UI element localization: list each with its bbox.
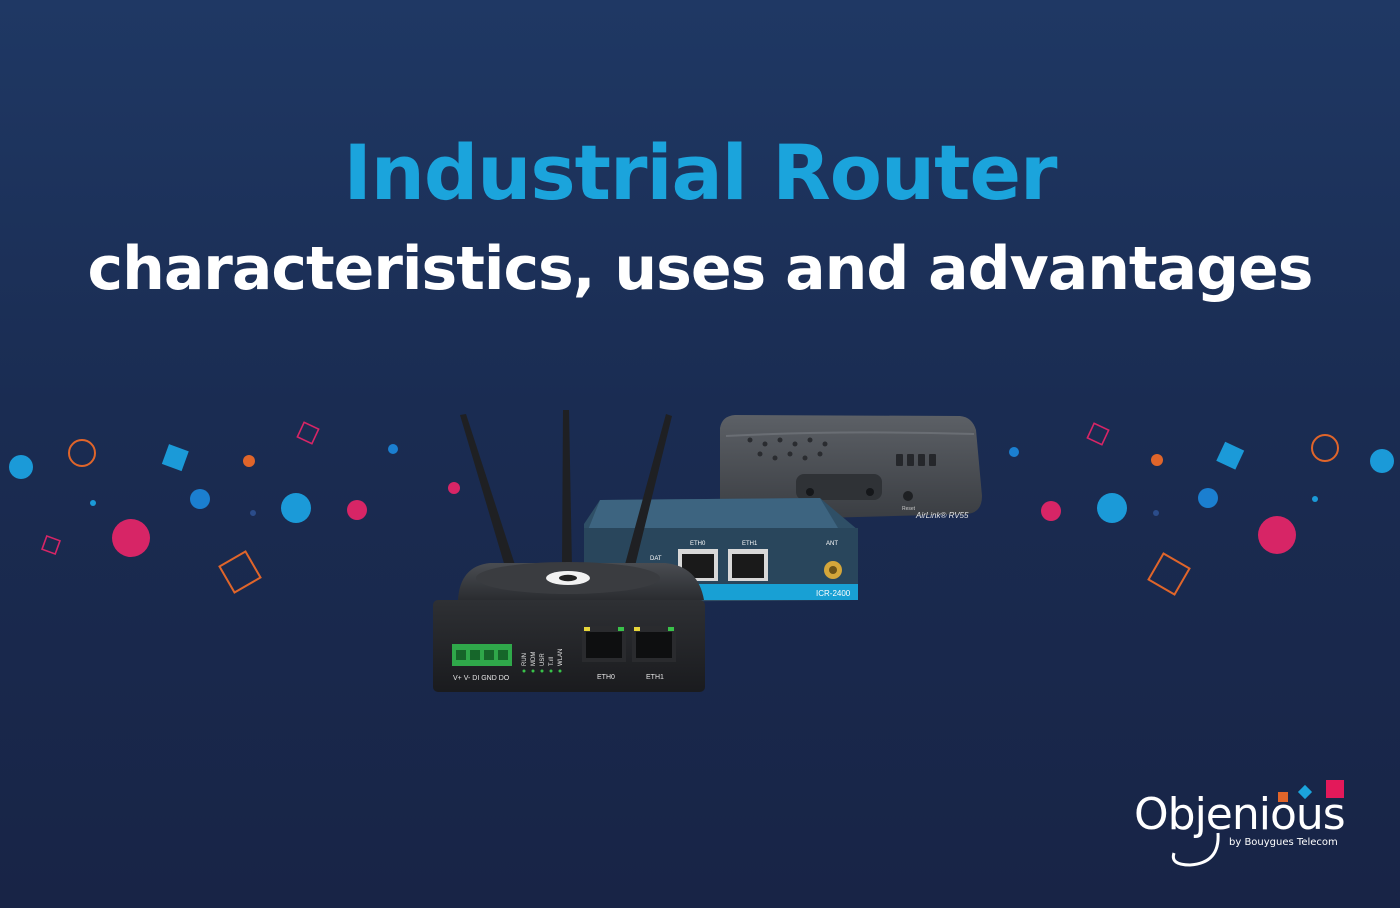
- led-label-wlan: WLAN: [558, 649, 564, 666]
- logo-tagline: by Bouygues Telecom: [1229, 837, 1338, 848]
- square-pink-outline: [296, 421, 320, 445]
- logo-square-orange: [1278, 792, 1288, 802]
- router-back: Reset AirLink® RV55: [720, 415, 982, 520]
- middle-model-label: ICR-2400: [816, 589, 851, 598]
- logo-square-pink: [1326, 780, 1344, 798]
- status-leds: [522, 669, 562, 673]
- square-orange-outline: [1147, 552, 1191, 596]
- diamond-blue: [1216, 441, 1245, 470]
- led-label-signal: T.ıll: [549, 657, 555, 666]
- dot-pink: [1041, 501, 1061, 521]
- dot-blue-small: [1009, 447, 1019, 457]
- logo-wordmark: Objenious: [1134, 789, 1346, 840]
- router-front: V+ V- DI GND DO RUN MDM USR T.ıll WLAN E…: [433, 562, 705, 692]
- dot-blue: [1370, 449, 1394, 473]
- logo-diamond-blue: [1297, 784, 1313, 800]
- dot-blue-small: [90, 500, 96, 506]
- diamond-blue: [161, 444, 189, 472]
- dot-orange: [243, 455, 255, 467]
- reset-label: Reset: [902, 506, 916, 512]
- front-ethernet-port: [632, 626, 676, 662]
- middle-ethernet-port: [728, 549, 768, 581]
- dot-blue-small: [388, 444, 398, 454]
- dot-blue-large: [281, 493, 311, 523]
- square-orange-outline: [218, 550, 262, 594]
- dot-blue-medium: [1198, 488, 1218, 508]
- dot-pink: [347, 500, 367, 520]
- led-label-usr: USR: [540, 653, 546, 666]
- dot-blue-large: [1097, 493, 1127, 523]
- objenious-logo: Objenious by Bouygues Telecom: [1130, 775, 1360, 875]
- led-label-run: RUN: [522, 653, 528, 666]
- middle-eth0-label: ETH0: [690, 541, 706, 547]
- front-eth0-label: ETH0: [597, 674, 615, 681]
- middle-ant-label: ANT: [826, 541, 838, 547]
- terminal-block: [452, 644, 512, 666]
- square-pink-outline: [1086, 422, 1110, 446]
- terminal-labels: V+ V- DI GND DO: [453, 675, 510, 682]
- back-model-label: AirLink® RV55: [915, 511, 969, 520]
- dot-pink-small: [448, 482, 460, 494]
- logo-swoosh: [1171, 832, 1220, 867]
- page-title: Industrial Router: [343, 128, 1058, 217]
- antennas: [460, 410, 672, 570]
- led-label-mdm: MDM: [531, 652, 537, 666]
- dot-orange: [1151, 454, 1163, 466]
- dot-pink-large: [1258, 516, 1296, 554]
- routers-illustration: Reset AirLink® RV55 ICR-2400 DAT ETH0 ET…: [433, 410, 982, 692]
- front-ethernet-port: [582, 626, 626, 662]
- middle-eth1-label: ETH1: [742, 541, 758, 547]
- page-subtitle: characteristics, uses and advantages: [87, 234, 1314, 304]
- dot-navy: [250, 510, 256, 516]
- dot-pink-large: [112, 519, 150, 557]
- dot-blue: [9, 455, 33, 479]
- dot-navy: [1153, 510, 1159, 516]
- dot-blue-medium: [190, 489, 210, 509]
- dot-blue-small: [1312, 496, 1318, 502]
- square-pink-outline: [41, 535, 61, 555]
- ring-orange: [1311, 434, 1339, 462]
- middle-dat-label: DAT: [650, 556, 662, 562]
- front-eth1-label: ETH1: [646, 674, 664, 681]
- ring-orange: [68, 439, 96, 467]
